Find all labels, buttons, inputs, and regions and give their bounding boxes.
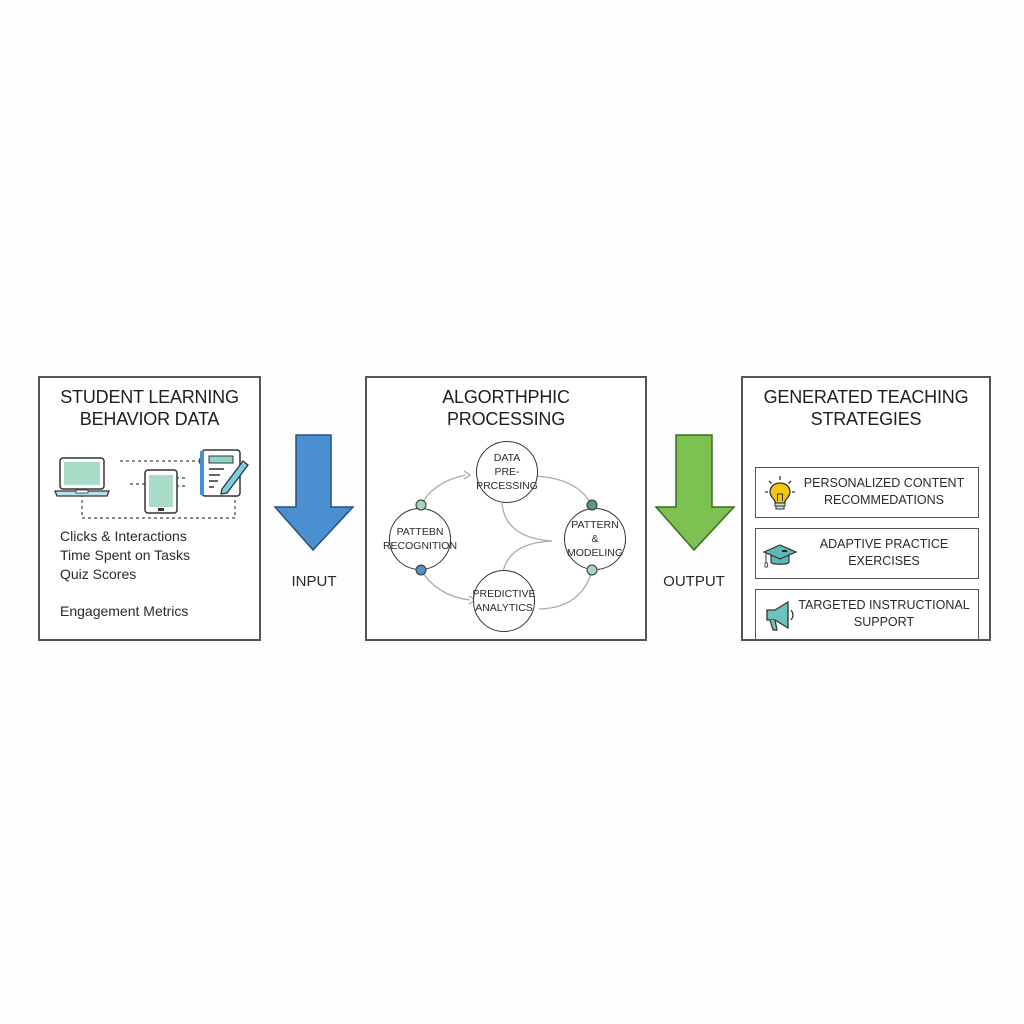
down-arrow-icon: [654, 434, 736, 552]
panel-title: GENERATED TEACHING STRATEGIES: [743, 386, 989, 430]
connector: [501, 502, 553, 542]
strategy-line: SUPPORT: [853, 615, 915, 629]
megaphone-icon: [766, 600, 794, 631]
teaching-strategies-panel: GENERATED TEACHING STRATEGIES PERSONALIZ…: [741, 376, 991, 641]
output-label: OUTPUT: [663, 573, 725, 590]
title-line: GENERATED TEACHING: [763, 387, 969, 407]
node-label: ANALYTICS: [475, 602, 533, 614]
laptop-icon: [54, 457, 110, 497]
strategy-label: ADAPTIVE PRACTICE EXERCISES: [796, 536, 972, 570]
title-line: PROCESSING: [446, 409, 566, 429]
tablet-icon: [144, 469, 178, 514]
node-label: & MODELING: [566, 533, 623, 559]
title-line: ALGORTHPHIC: [442, 387, 570, 407]
lightbulb-icon: [765, 476, 795, 510]
strategy-card: TARGETED INSTRUCTIONAL SUPPORT: [755, 589, 979, 640]
strategy-card: ADAPTIVE PRACTICE EXERCISES: [755, 528, 979, 579]
node-label: RECOGNITION: [382, 540, 458, 552]
down-arrow-icon: [273, 434, 355, 552]
input-arrow: [273, 434, 355, 557]
node-pattern-modeling: PATTERN & MODELING: [564, 508, 626, 570]
algorithmic-processing-panel: ALGORTHPHIC PROCESSING DATA PRE-PRCESSING…: [365, 376, 647, 641]
metric-item: Engagement Metrics: [60, 603, 189, 619]
node-label: DATA: [493, 452, 521, 464]
title-line: STUDENT LEARNING: [60, 387, 239, 407]
arrowhead: [463, 470, 472, 480]
panel-title: STUDENT LEARNING BEHAVIOR DATA: [40, 386, 259, 430]
node-pattern-recognition: PATTEBN RECOGNITION: [383, 508, 457, 570]
connector: [538, 569, 593, 610]
input-label: INPUT: [291, 573, 337, 590]
strategy-card: PERSONALIZED CONTENT RECOMMEDATIONS: [755, 467, 979, 518]
node-label: PRE-PRCESSING: [476, 466, 538, 492]
device-diagram: [54, 449, 249, 519]
connector: [420, 474, 466, 507]
node-label: PATTEBN: [396, 526, 444, 538]
strategy-line: PERSONALIZED CONTENT: [803, 476, 965, 490]
metric-item: Quiz Scores: [60, 566, 137, 582]
graduation-cap-icon: [762, 544, 798, 568]
title-line: BEHAVIOR DATA: [79, 409, 220, 429]
metric-item: Time Spent on Tasks: [60, 547, 190, 563]
node-predictive-analytics: PREDICTIVE ANALYTICS: [472, 570, 536, 632]
strategy-line: RECOMMEDATIONS: [824, 493, 944, 507]
output-arrow: [654, 434, 736, 557]
node-data-preprocessing: DATA PRE-PRCESSING: [476, 441, 538, 503]
title-line: STRATEGIES: [810, 409, 922, 429]
strategy-label: PERSONALIZED CONTENT RECOMMEDATIONS: [796, 475, 972, 509]
connector: [533, 475, 592, 505]
node-label: PATTERN: [571, 519, 619, 531]
node-label: PREDICTIVE: [472, 588, 536, 600]
strategy-label: TARGETED INSTRUCTIONAL SUPPORT: [796, 597, 972, 631]
notebook-pencil-icon: [200, 449, 249, 497]
panel-title: ALGORTHPHIC PROCESSING: [367, 386, 645, 430]
strategy-line: ADAPTIVE PRACTICE: [819, 537, 949, 551]
strategy-line: TARGETED INSTRUCTIONAL: [798, 598, 970, 612]
metric-item: Clicks & Interactions: [60, 528, 187, 544]
strategy-line: EXERCISES: [848, 554, 920, 568]
student-data-panel: STUDENT LEARNING BEHAVIOR DATA: [38, 376, 261, 641]
connector: [420, 569, 471, 601]
